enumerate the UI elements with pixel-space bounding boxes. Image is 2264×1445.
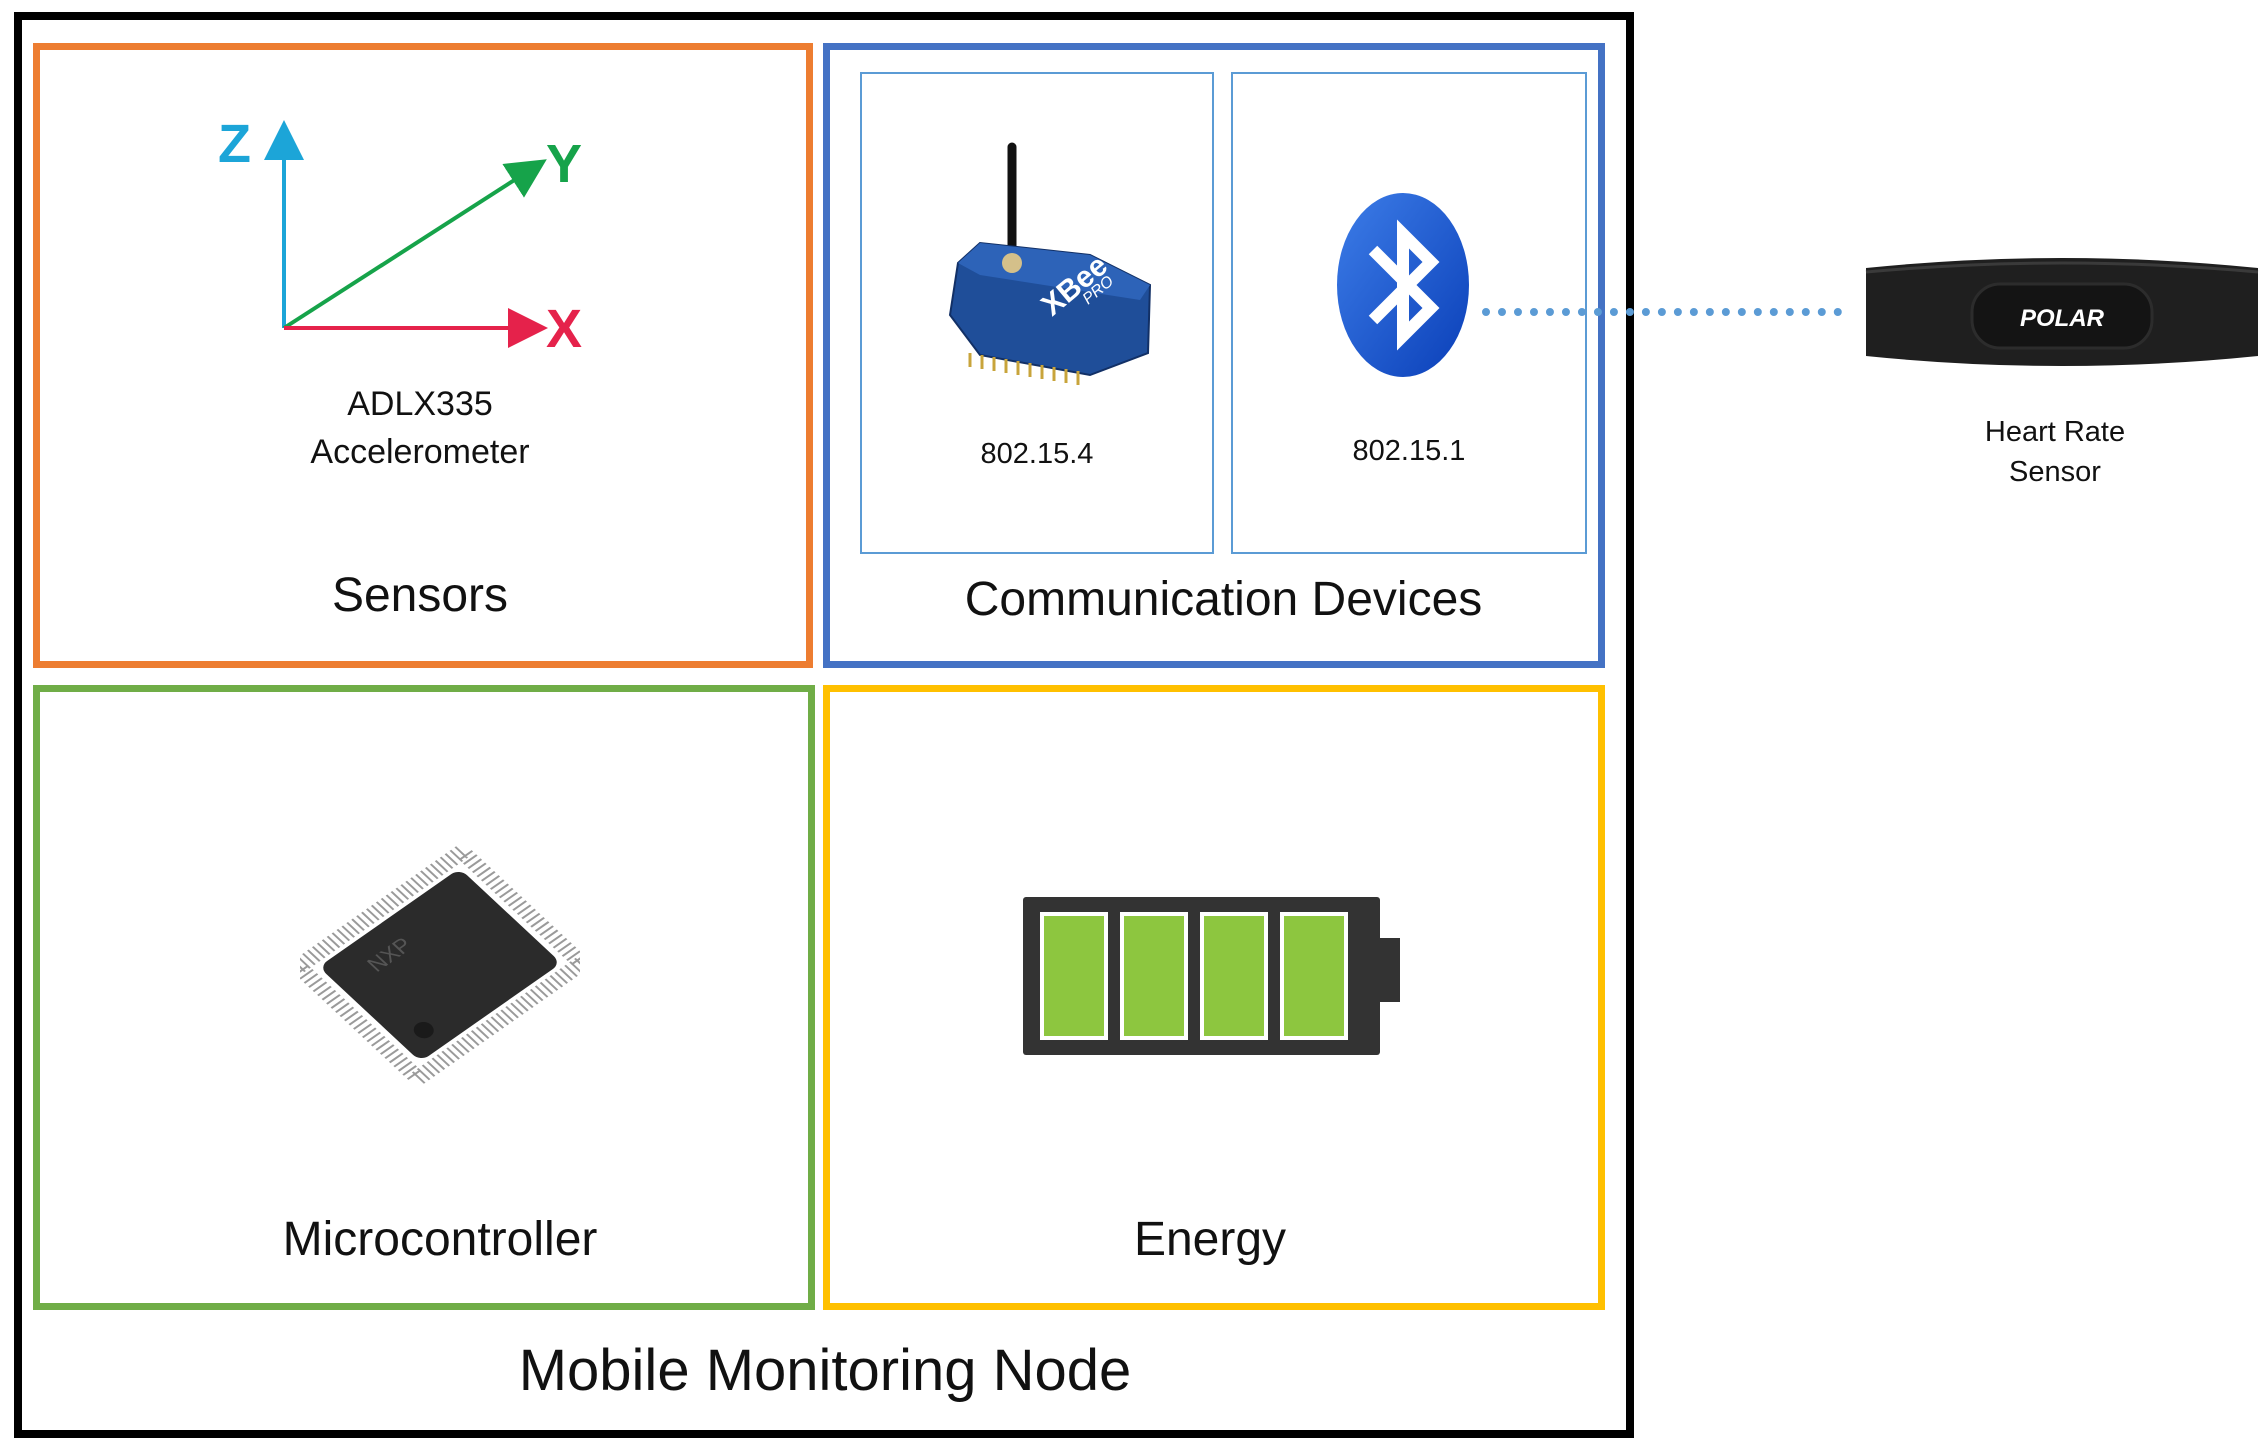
battery-cell xyxy=(1040,912,1108,1040)
xbee-module-icon: XBee PRO xyxy=(948,142,1152,385)
heart-rate-sensor-label: Sensor xyxy=(2009,456,2101,488)
communication-devices-panel xyxy=(823,43,1605,668)
battery-cell xyxy=(1200,912,1268,1040)
x-axis-label: X xyxy=(546,299,582,359)
accelerometer-axes-icon: Z Y X xyxy=(218,114,582,359)
sensors-panel xyxy=(33,43,813,668)
battery-terminal xyxy=(1378,938,1400,1002)
accelerometer-type-label: Accelerometer xyxy=(310,433,530,471)
bluetooth-protocol-label: 802.15.1 xyxy=(1352,435,1466,467)
xbee-protocol-label: 802.15.4 xyxy=(980,438,1094,470)
microcontroller-panel xyxy=(33,685,815,1310)
heart-rate-strap-icon: POLAR xyxy=(1865,258,2259,366)
node-title: Mobile Monitoring Node xyxy=(518,1338,1132,1403)
y-axis-label: Y xyxy=(546,134,582,194)
bluetooth-icon xyxy=(1337,193,1469,377)
energy-title: Energy xyxy=(1133,1213,1287,1266)
microcontroller-title: Microcontroller xyxy=(282,1213,598,1266)
energy-panel xyxy=(823,685,1605,1310)
xbee-module-box xyxy=(860,72,1214,554)
battery-cell xyxy=(1280,912,1348,1040)
sensors-title: Sensors xyxy=(331,569,509,622)
battery-cell xyxy=(1120,912,1188,1040)
mobile-monitoring-node-frame xyxy=(14,12,1634,1438)
heart-rate-label: Heart Rate xyxy=(1984,416,2126,448)
accelerometer-model-label: ADLX335 xyxy=(347,385,493,423)
z-axis-label: Z xyxy=(218,114,251,174)
bluetooth-link-line xyxy=(1482,308,1842,316)
microcontroller-chip-icon: NXP xyxy=(300,845,580,1085)
strap-brand-text: POLAR xyxy=(2020,305,2105,332)
communication-devices-title: Communication Devices xyxy=(964,573,1483,626)
